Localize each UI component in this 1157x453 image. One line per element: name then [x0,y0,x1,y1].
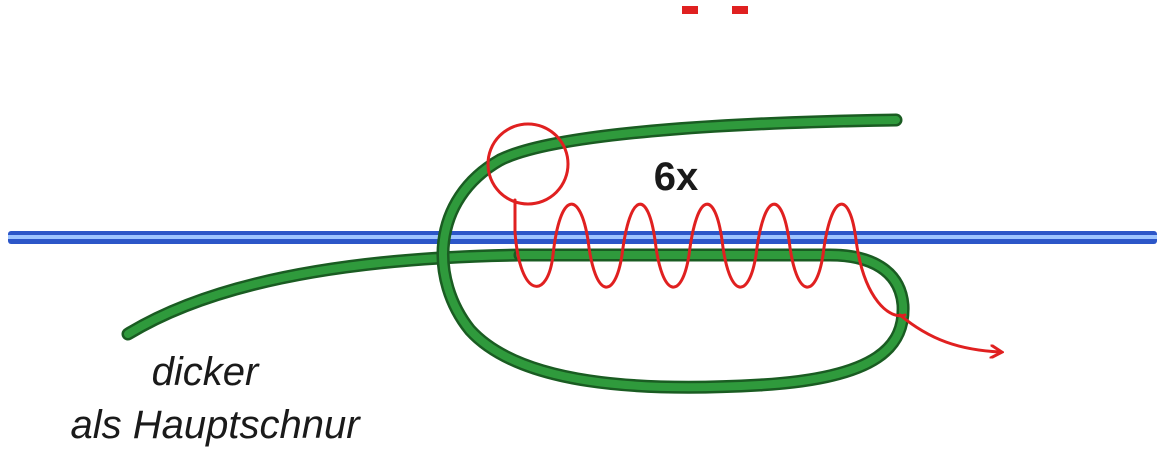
highlight-circle [486,122,570,206]
caption-line-1: dicker [152,350,260,394]
main-line [8,231,1157,244]
exit-arrow [898,313,1000,352]
caption-line-2: als Hauptschnur [70,403,361,447]
top-dash-marks [682,6,748,14]
leader-line-loop [436,113,910,394]
wrap-turns [513,198,907,318]
wrap-count-label: 6x [654,155,699,199]
